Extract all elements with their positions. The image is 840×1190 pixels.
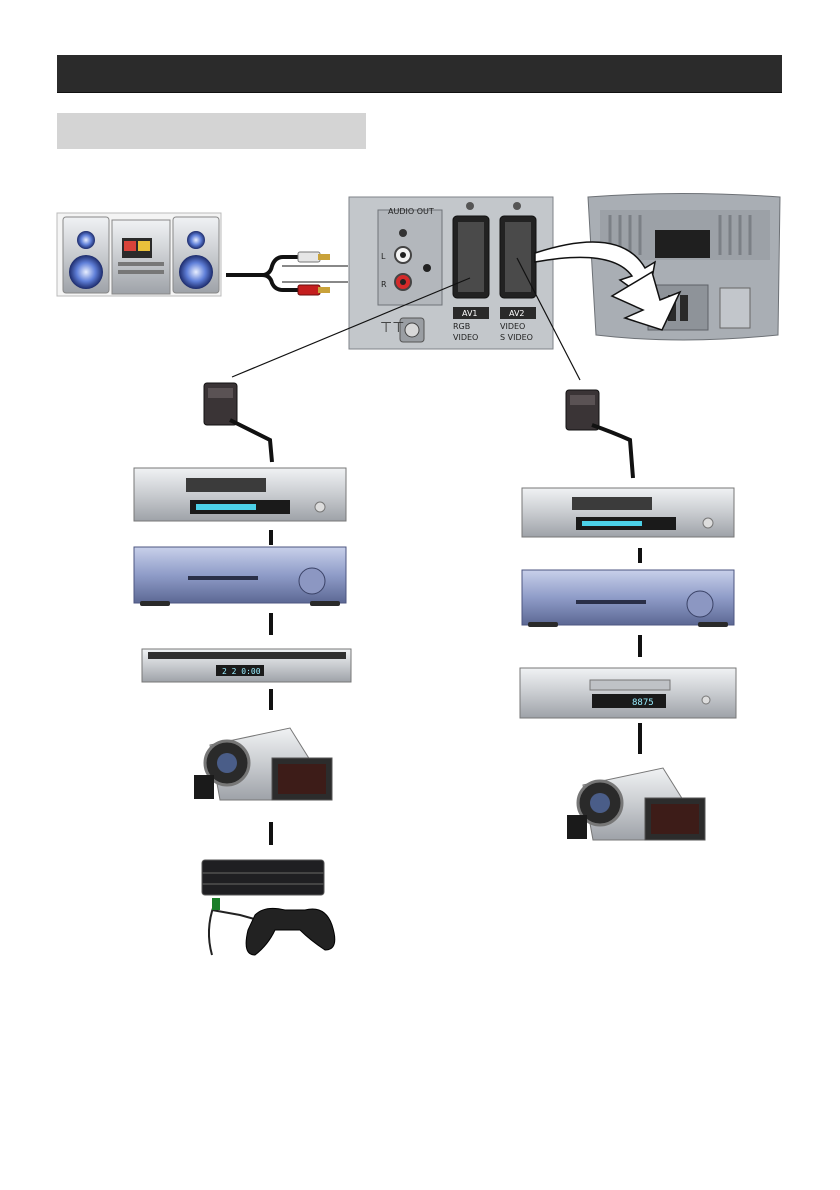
game-console-icon (193, 852, 347, 960)
av1-rgb-label: RGB (453, 322, 470, 331)
section-subtitle-bar (57, 113, 366, 149)
vcr-right-icon (521, 487, 735, 538)
svg-text:⊤⊤: ⊤⊤ (380, 320, 404, 336)
camcorder-right-icon (567, 760, 717, 846)
av2-label: AV2 (509, 309, 525, 318)
av2-svideo-label: S VIDEO (500, 333, 533, 342)
audio-left-label: L (381, 252, 386, 261)
page-title-bar (57, 55, 782, 93)
satellite-receiver-right-icon (521, 569, 735, 627)
tv-rear-panel: AUDIO OUT L R AV1 AV2 RGB VIDEO VIDEO S … (348, 196, 554, 350)
dvd-recorder-right-icon: 8875 (519, 667, 737, 719)
av2-video-label: VIDEO (500, 322, 525, 331)
scart-plug-right-icon (565, 389, 635, 479)
satellite-receiver-left-icon (133, 546, 347, 606)
av1-video-label: VIDEO (453, 333, 478, 342)
dvd-player-left-icon: 2 2 0:00 (141, 648, 352, 683)
av1-label: AV1 (462, 309, 478, 318)
camcorder-left-icon (194, 719, 344, 805)
hifi-system-icon (56, 212, 222, 297)
vcr-left-icon (133, 467, 347, 522)
svg-text:2 2 0:00: 2 2 0:00 (222, 667, 261, 676)
audio-out-label: AUDIO OUT (388, 207, 434, 216)
scart-plug-left-icon (203, 382, 274, 463)
svg-text:8875: 8875 (632, 698, 654, 708)
audio-right-label: R (381, 280, 387, 289)
rca-audio-cable (226, 251, 348, 296)
tv-back-view (534, 193, 781, 341)
